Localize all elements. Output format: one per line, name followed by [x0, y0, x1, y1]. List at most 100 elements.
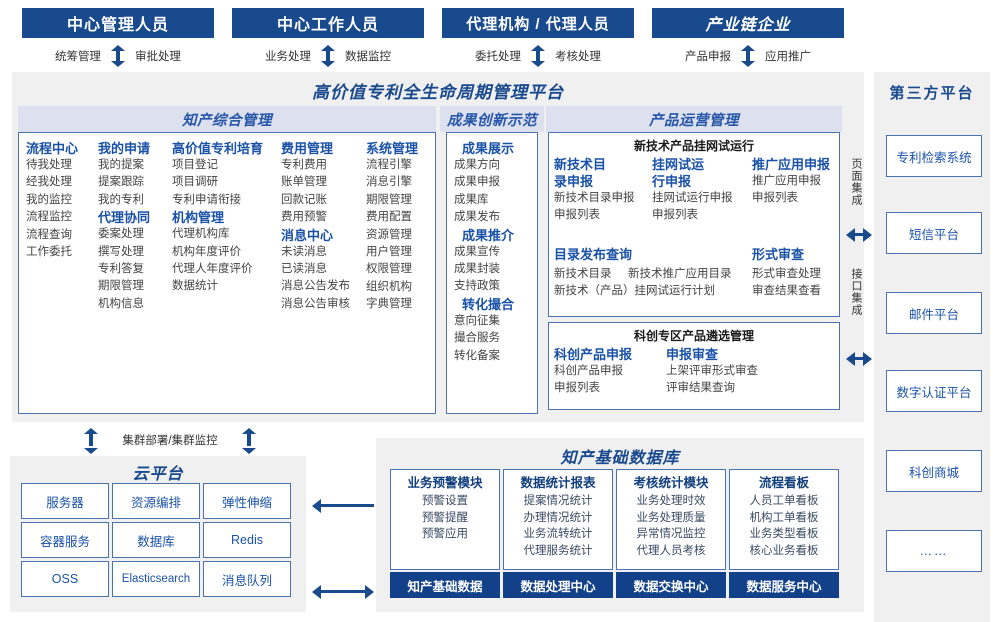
group-item[interactable]: 期限管理 [366, 193, 412, 206]
section-header-product: 产品运营管理 [546, 106, 842, 132]
group-item[interactable]: 代理机构库 [172, 228, 230, 241]
group-item[interactable]: 数据统计 [172, 280, 218, 293]
group-item[interactable]: 成果方向 [454, 159, 500, 171]
cloud-cell-4[interactable]: 数据库 [112, 522, 200, 558]
group-item[interactable]: 成果封装 [454, 263, 500, 276]
group-item[interactable]: 消息公告审核 [281, 297, 350, 310]
cloud-cell-7[interactable]: Elasticsearch [112, 561, 200, 597]
group-item[interactable]: 评审结果查询 [666, 382, 735, 395]
group-item[interactable]: 撮合服务 [454, 332, 500, 345]
db-column-item[interactable]: 预警应用 [422, 528, 468, 540]
group-item[interactable]: 代理人年度评价 [172, 263, 253, 276]
group-item[interactable]: 成果发布 [454, 211, 500, 224]
third-party-item-1[interactable]: 短信平台 [886, 212, 982, 254]
group-item[interactable]: 流程查询 [26, 228, 72, 241]
group-item[interactable]: 我的监控 [26, 193, 72, 206]
database-footer-0[interactable]: 知产基础数据 [390, 572, 500, 598]
db-column-item[interactable]: 业务处理质量 [636, 511, 706, 524]
group-item[interactable]: 推广应用申报 [752, 175, 821, 187]
group-item[interactable]: 支持政策 [454, 280, 500, 293]
group-item[interactable]: 意向征集 [454, 314, 500, 327]
group-item[interactable]: 转化备案 [454, 349, 500, 362]
group-item[interactable]: 流程监控 [26, 211, 72, 224]
product-row2-item[interactable]: 新技术目录 [554, 268, 612, 280]
cloud-cell-5[interactable]: Redis [203, 522, 291, 558]
cloud-cell-2[interactable]: 弹性伸缩 [203, 483, 291, 519]
group-item[interactable]: 我的专利 [98, 193, 144, 206]
group-item[interactable]: 消息公告发布 [281, 280, 350, 293]
group-item[interactable]: 流程引擎 [366, 159, 412, 171]
group-item[interactable]: 成果库 [454, 193, 489, 206]
group-item[interactable]: 经我处理 [26, 176, 72, 189]
db-column-item[interactable]: 业务流转统计 [523, 528, 593, 540]
db-column-item[interactable]: 业务类型看板 [749, 528, 819, 540]
db-column-item[interactable]: 机构工单看板 [749, 511, 819, 524]
group-item[interactable]: 已读消息 [281, 263, 327, 276]
database-footer-1[interactable]: 数据处理中心 [503, 572, 613, 598]
group-item[interactable]: 成果申报 [454, 176, 500, 189]
group-item[interactable]: 未读消息 [281, 245, 327, 258]
group-item[interactable]: 权限管理 [366, 263, 412, 276]
group-item[interactable]: 消息引擎 [366, 176, 412, 189]
group-item[interactable]: 申报列表 [752, 192, 798, 205]
cloud-cell-6[interactable]: OSS [21, 561, 109, 597]
database-title: 知产基础数据库 [560, 450, 680, 467]
group-item[interactable]: 挂网试运行申报 [652, 192, 733, 204]
group-item[interactable]: 专利答复 [98, 263, 144, 276]
group-item[interactable]: 待我处理 [26, 159, 72, 171]
group-item[interactable]: 新技术目录申报 [554, 192, 635, 204]
group-item[interactable]: 上架评审形式审查 [666, 365, 758, 377]
db-column-item[interactable]: 办理情况统计 [523, 511, 593, 524]
group-item[interactable]: 项目登记 [172, 159, 218, 171]
third-party-item-0[interactable]: 专利检索系统 [886, 135, 982, 177]
db-column-item[interactable]: 代理服务统计 [523, 544, 593, 557]
group-item[interactable]: 申报列表 [554, 209, 600, 222]
product-row2-item[interactable]: 新技术推广应用目录 [628, 268, 732, 280]
group-item[interactable]: 费用配置 [366, 211, 412, 224]
database-footer-2[interactable]: 数据交换中心 [616, 572, 726, 598]
db-column-item[interactable]: 人员工单看板 [749, 495, 819, 507]
db-column-item[interactable]: 提案情况统计 [523, 495, 593, 507]
group-item[interactable]: 回款记账 [281, 193, 327, 206]
group-item[interactable]: 我的提案 [98, 159, 144, 171]
group-item[interactable]: 机构年度评价 [172, 245, 241, 258]
third-party-item-2[interactable]: 邮件平台 [886, 292, 982, 334]
product-row2-item[interactable]: 审查结果查看 [752, 285, 821, 297]
product-row2-item[interactable]: 新技术（产品）挂网试运行计划 [554, 285, 715, 297]
third-party-item-4[interactable]: 科创商城 [886, 450, 982, 492]
group-item[interactable]: 字典管理 [366, 298, 412, 311]
cloud-cell-8[interactable]: 消息队列 [203, 561, 291, 597]
group-item[interactable]: 成果宣传 [454, 245, 500, 258]
database-footer-3[interactable]: 数据服务中心 [729, 572, 839, 598]
group-item[interactable]: 费用预警 [281, 211, 327, 224]
group-item[interactable]: 机构信息 [98, 297, 144, 310]
third-party-item-5[interactable]: …… [886, 530, 982, 572]
group-item[interactable]: 提案跟踪 [98, 176, 144, 189]
group-item[interactable]: 账单管理 [281, 176, 327, 189]
group-item[interactable]: 科创产品申报 [554, 365, 623, 377]
db-column-item[interactable]: 核心业务看板 [749, 544, 819, 557]
cloud-cell-0[interactable]: 服务器 [21, 483, 109, 519]
section-header-comprehensive: 知产综合管理 [18, 106, 436, 132]
group-item[interactable]: 项目调研 [172, 176, 218, 189]
group-item[interactable]: 用户管理 [366, 246, 412, 259]
group-item[interactable]: 申报列表 [652, 209, 698, 222]
group-item[interactable]: 专利费用 [281, 159, 327, 171]
group-item[interactable]: 资源管理 [366, 228, 412, 241]
group-item[interactable]: 专利申请衔接 [172, 193, 241, 206]
db-column-item[interactable]: 代理人员考核 [636, 544, 706, 557]
db-column-item[interactable]: 异常情况监控 [636, 528, 706, 540]
cloud-cell-1[interactable]: 资源编排 [112, 483, 200, 519]
db-column-item[interactable]: 预警设置 [422, 495, 468, 507]
db-column-item[interactable]: 业务处理时效 [636, 495, 706, 507]
group-item[interactable]: 工作委托 [26, 246, 72, 259]
db-column-item[interactable]: 预警提醒 [422, 511, 468, 524]
group-item[interactable]: 申报列表 [554, 382, 600, 395]
product-row2-item[interactable]: 形式审查处理 [752, 268, 821, 280]
group-item[interactable]: 撰写处理 [98, 245, 144, 258]
group-item[interactable]: 委案处理 [98, 228, 144, 241]
group-item[interactable]: 组织机构 [366, 280, 412, 293]
group-item[interactable]: 期限管理 [98, 280, 144, 293]
third-party-item-3[interactable]: 数字认证平台 [886, 370, 982, 412]
cloud-cell-3[interactable]: 容器服务 [21, 522, 109, 558]
